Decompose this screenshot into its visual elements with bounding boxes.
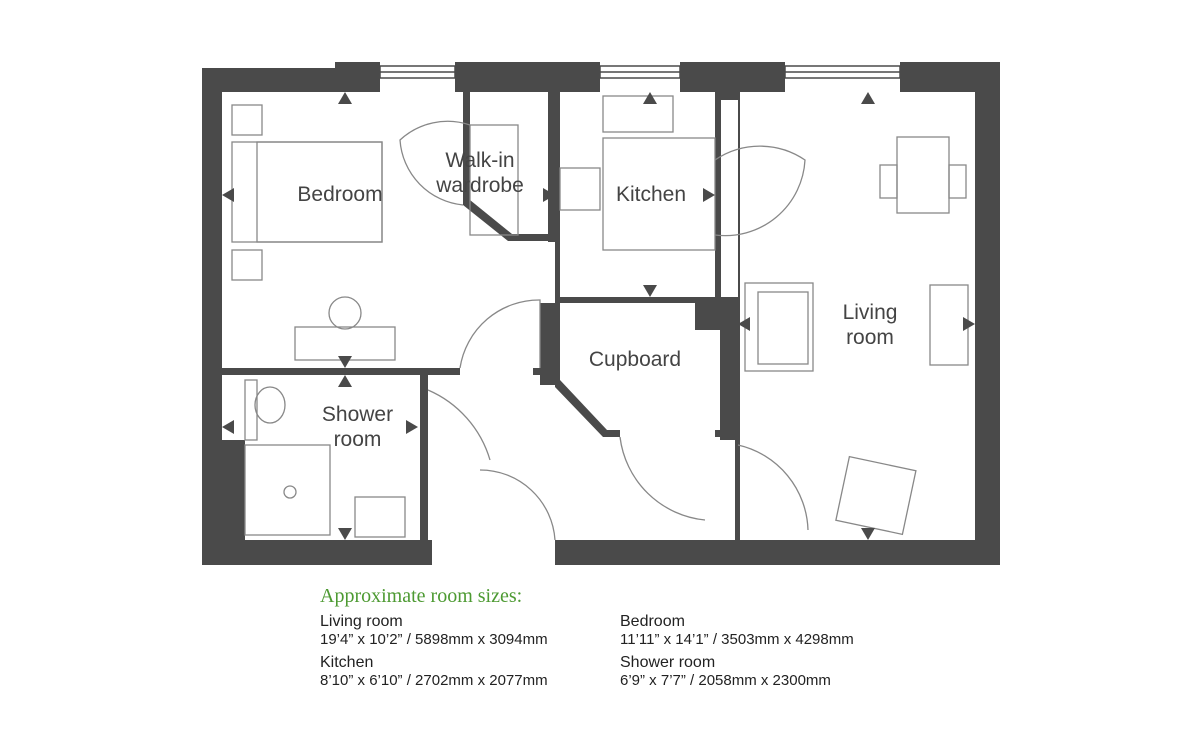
room-label-walkin-line2: wardrobe [436,174,524,197]
room-label-living: Living room [815,300,925,350]
room-label-bedroom: Bedroom [297,183,383,206]
room-label-walkin: Walk-in wardrobe [420,148,540,198]
room-label-living-line2: room [846,326,894,349]
room-label-cupboard: Cupboard [588,348,682,371]
size-dims: 8’10” x 6’10” / 2702mm x 2077mm [320,672,548,689]
room-label-kitchen: Kitchen [615,183,687,206]
room-label-shower-line2: room [333,428,382,451]
room-sizes-title: Approximate room sizes: [320,585,523,607]
room-label-shower-line1: Shower [321,403,394,426]
size-dims: 6’9” x 7’7” / 2058mm x 2300mm [620,672,831,689]
size-dims: 11’11” x 14’1” / 3503mm x 4298mm [620,631,854,648]
room-label-living-line1: Living [842,301,898,324]
size-name: Kitchen [320,654,374,671]
room-label-walkin-line1: Walk-in [445,149,515,172]
size-name: Living room [320,613,403,630]
arrows [222,92,975,540]
walls [202,62,1000,565]
size-name: Shower room [620,654,716,671]
room-label-shower: Shower room [300,402,415,452]
size-name: Bedroom [620,613,685,630]
windows [379,65,901,79]
size-dims: 19’4” x 10’2” / 5898mm x 3094mm [320,631,548,648]
